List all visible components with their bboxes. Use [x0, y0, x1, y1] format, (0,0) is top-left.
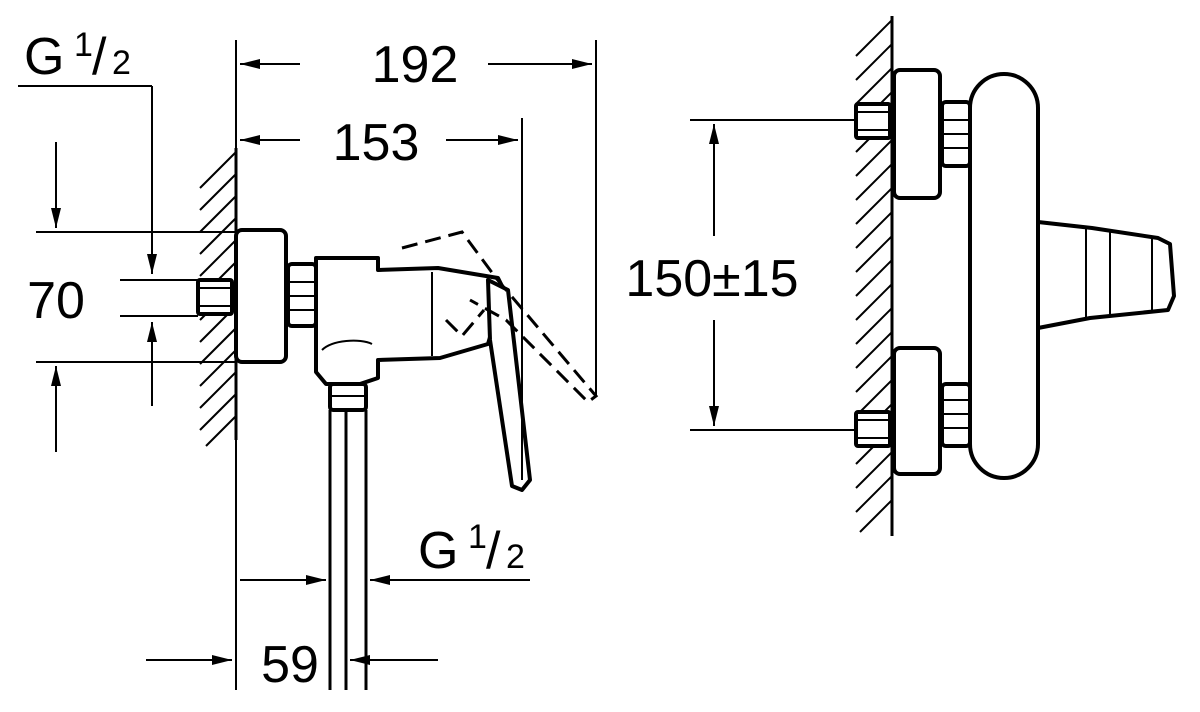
mixer-body [314, 256, 506, 386]
dimension-70-label: 70 [27, 272, 85, 330]
upper-wall-connector [892, 68, 942, 200]
front-view: 150±15 [625, 16, 1176, 536]
dimension-150: 150±15 [625, 119, 856, 431]
lever-handle [486, 278, 532, 492]
dimension-150-label: 150±15 [625, 250, 798, 308]
wall-connector [234, 228, 288, 364]
thread-outlet-denominator: 2 [506, 538, 525, 576]
mixer-body-front [968, 72, 1040, 480]
dimension-70: 70 [27, 142, 85, 452]
wall-hatching-right [855, 16, 894, 536]
thread-inlet-base: G [24, 28, 64, 86]
thread-callout-inlet: G 1 / 2 [18, 26, 157, 406]
dimension-153-label: 153 [333, 114, 420, 172]
dimension-192-label: 192 [372, 36, 459, 94]
thread-inlet-numerator: 1 [74, 26, 93, 64]
thread-callout-outlet: G 1 / 2 [240, 518, 530, 585]
thread-inlet-slash: / [92, 28, 107, 86]
wall-hatching-left [199, 148, 238, 447]
dimension-59: 59 [146, 636, 438, 694]
inlet-fitting [196, 278, 234, 316]
dimension-192: 192 [240, 36, 592, 94]
thread-outlet-slash: / [486, 522, 501, 580]
upper-inlet-fitting [854, 102, 892, 140]
thread-outlet-numerator: 1 [468, 518, 487, 556]
dimension-153: 153 [240, 114, 518, 172]
lower-inlet-fitting [854, 410, 892, 448]
side-view: 192 153 70 G 1 / 2 59 [18, 26, 599, 694]
thread-outlet-base: G [418, 522, 458, 580]
lever-handle-front [1036, 220, 1176, 330]
lower-wall-connector [892, 346, 942, 476]
thread-inlet-denominator: 2 [112, 44, 131, 82]
dimension-59-label: 59 [261, 636, 319, 694]
